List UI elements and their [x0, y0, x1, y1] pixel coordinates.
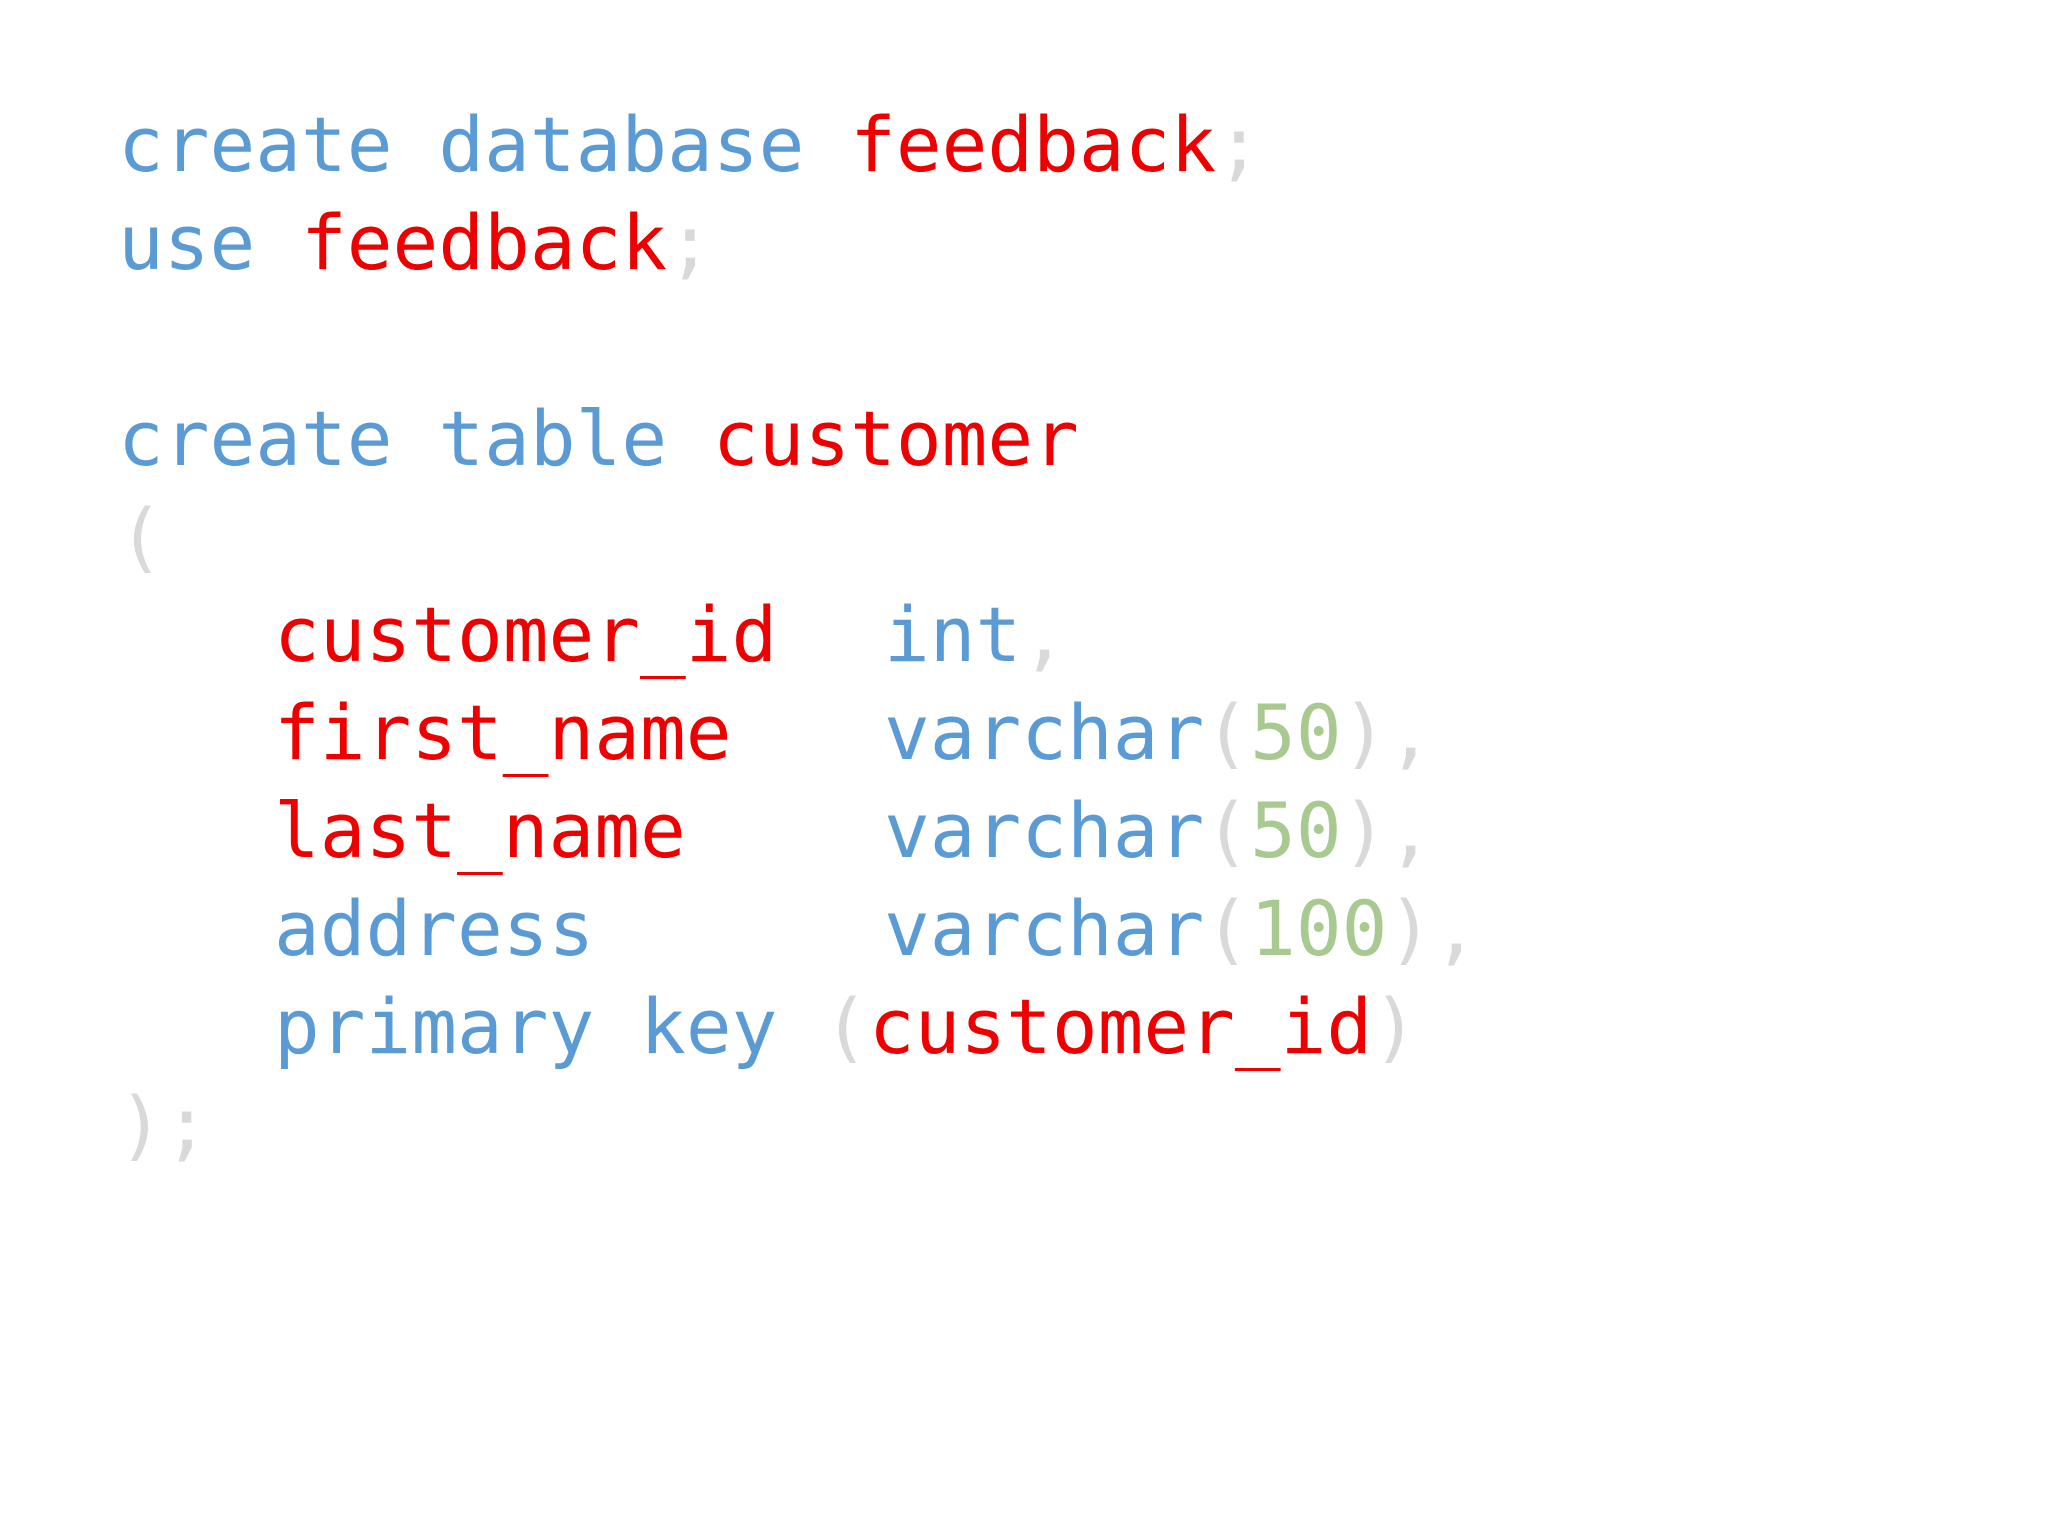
comma: , [1387, 786, 1434, 875]
keyword-database: database [438, 100, 805, 189]
semicolon: ; [1216, 100, 1262, 189]
whitespace [667, 394, 713, 483]
whitespace [393, 100, 439, 189]
whitespace [255, 198, 301, 287]
code-line-blank [118, 292, 2048, 390]
paren-close: ) [1341, 786, 1388, 875]
keyword-primary: primary [274, 982, 595, 1071]
semicolon: ; [667, 198, 713, 287]
whitespace [393, 394, 439, 483]
code-line-primary-key: primary key (customer_id) [118, 978, 2048, 1076]
identifier-database-name: feedback [301, 198, 668, 287]
code-line-create-table: create table customer [118, 390, 2048, 488]
paren-open: ( [1204, 688, 1251, 777]
column-type: varchar [884, 884, 1205, 973]
paren-open: ( [118, 492, 164, 581]
column-type: varchar [884, 688, 1205, 777]
column-length: 50 [1250, 786, 1342, 875]
identifier-table-name: customer [712, 394, 1079, 483]
whitespace [804, 100, 850, 189]
paren-close: ) [1372, 982, 1418, 1071]
comma: , [1433, 884, 1479, 973]
paren-open: ( [1204, 884, 1251, 973]
column-name: address [274, 884, 595, 973]
paren-open: ( [1204, 786, 1251, 875]
paren-close: ) [118, 1080, 164, 1169]
comma: , [1387, 688, 1434, 777]
code-line-column-last-name: last_name varchar(50), [118, 782, 2048, 880]
primary-key-column: customer_id [868, 982, 1373, 1071]
code-line-create-database: create database feedback; [118, 96, 2048, 194]
keyword-use: use [118, 198, 256, 287]
code-line-use-database: use feedback; [118, 194, 2048, 292]
paren-open: ( [823, 982, 869, 1071]
code-line-column-first-name: first_name varchar(50), [118, 684, 2048, 782]
whitespace [777, 982, 823, 1071]
semicolon: ; [163, 1080, 210, 1169]
code-line-open-paren: ( [118, 488, 2048, 586]
keyword-table: table [438, 394, 668, 483]
comma: , [1021, 590, 1068, 679]
column-name: customer_id [274, 590, 778, 679]
keyword-key: key [640, 982, 778, 1071]
code-line-column-address: address varchar(100), [118, 880, 2048, 978]
column-type: varchar [884, 786, 1205, 875]
column-name: first_name [274, 688, 732, 777]
column-type: int [884, 590, 1022, 679]
whitespace [594, 982, 640, 1071]
column-length: 100 [1250, 884, 1388, 973]
code-line-column-customer-id: customer_id int, [118, 586, 2048, 684]
keyword-create: create [118, 394, 393, 483]
paren-close: ) [1387, 884, 1434, 973]
column-name: last_name [274, 786, 686, 875]
paren-close: ) [1341, 688, 1388, 777]
code-line-close-paren: ); [118, 1076, 2048, 1174]
keyword-create: create [118, 100, 393, 189]
identifier-database-name: feedback [850, 100, 1217, 189]
column-length: 50 [1250, 688, 1342, 777]
